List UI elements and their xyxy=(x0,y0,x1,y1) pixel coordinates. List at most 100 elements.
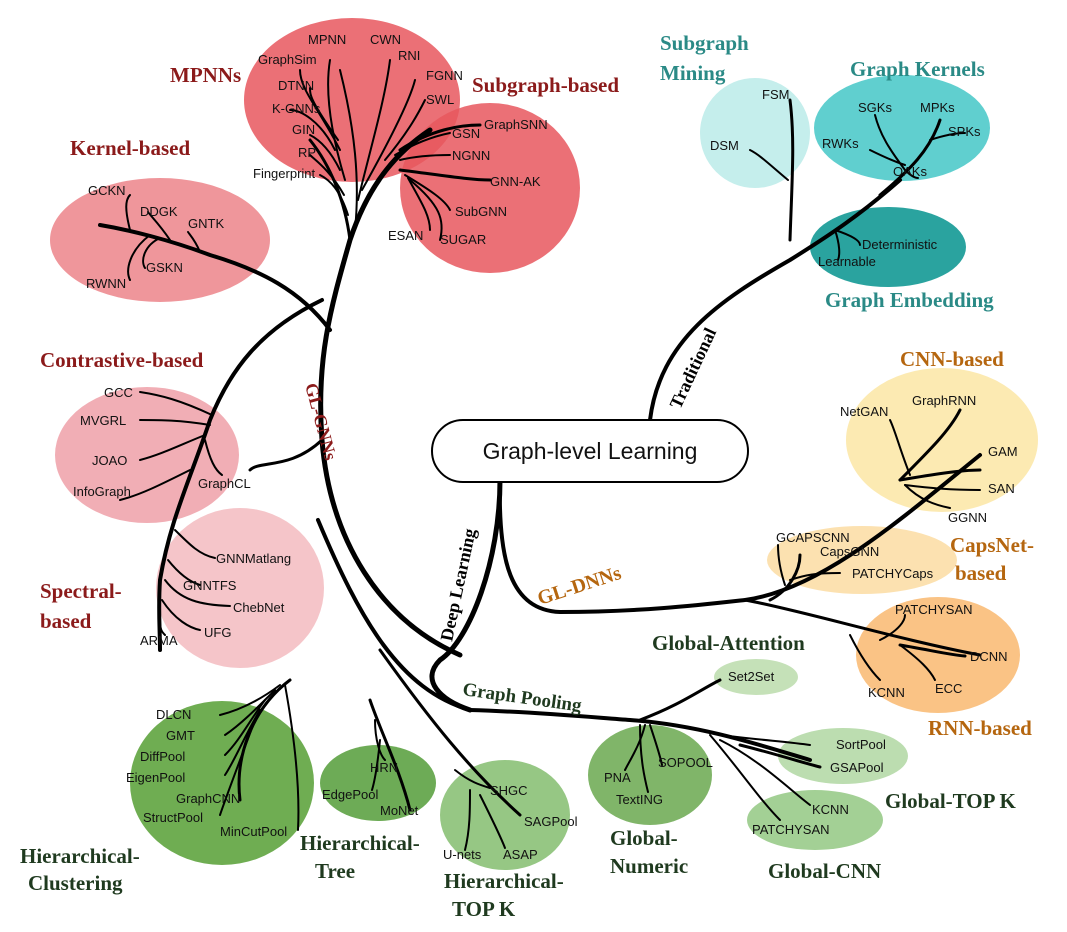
traditional-branches xyxy=(749,98,966,261)
leaf-graphsnn: GraphSNN xyxy=(484,117,548,132)
leaf-deterministic: Deterministic xyxy=(862,237,938,252)
leaf-gsn: GSN xyxy=(452,126,480,141)
leaf-cwn: CWN xyxy=(370,32,401,47)
leaf-learnable: Learnable xyxy=(818,254,876,269)
leaf-gckn: GCKN xyxy=(88,183,126,198)
leaf-mpnn: MPNN xyxy=(308,32,346,47)
leaf-rwks: RWKs xyxy=(822,136,859,151)
leaf-graphrnn: GraphRNN xyxy=(912,393,976,408)
leaf-hrn: HRN xyxy=(370,760,398,775)
leaf-sortpool: SortPool xyxy=(836,737,886,752)
group-blobs xyxy=(50,18,1038,870)
cnn-based-blob xyxy=(846,368,1038,512)
leaf-patchycaps: PATCHYCaps xyxy=(852,566,934,581)
leaf-ggnn: GGNN xyxy=(948,510,987,525)
leaf-subgnn: SubGNN xyxy=(455,204,507,219)
leaf-eigenpool: EigenPool xyxy=(126,770,185,785)
leaf-monet: MoNet xyxy=(380,803,419,818)
leaf-u-nets: U-nets xyxy=(443,847,482,862)
leaf-capsgnn: CapsGNN xyxy=(820,544,879,559)
hierarchical-tree-title-1: Hierarchical- xyxy=(300,831,420,855)
leaf-joao: JOAO xyxy=(92,453,127,468)
spectral-based-blob xyxy=(156,508,324,668)
leaf-kcnn-global: KCNN xyxy=(812,802,849,817)
subgraph-based-title: Subgraph-based xyxy=(472,73,619,97)
capsnet-based-title-1: CapsNet- xyxy=(950,533,1034,557)
leaf-chebnet: ChebNet xyxy=(233,600,285,615)
graph-kernels-blob xyxy=(814,75,990,181)
hierarchical-clustering-blob xyxy=(130,701,314,865)
leaf-shgc: SHGC xyxy=(490,783,528,798)
leaf-gskn: GSKN xyxy=(146,260,183,275)
leaf-fsm: FSM xyxy=(762,87,789,102)
leaf-gsapool: GSAPool xyxy=(830,760,884,775)
global-attention-title: Global-Attention xyxy=(652,631,805,655)
pooling-branches xyxy=(219,648,822,851)
leaf-k-gnns: K-GNNs xyxy=(272,101,321,116)
graph-kernels-title: Graph Kernels xyxy=(850,57,985,81)
graph-embedding-title: Graph Embedding xyxy=(825,288,994,312)
leaf-gnntfs: GNNTFS xyxy=(183,578,237,593)
leaf-dcnn: DCNN xyxy=(970,649,1008,664)
global-numeric-title-2: Numeric xyxy=(610,854,688,878)
gnn-upper-branches xyxy=(289,59,492,242)
leaf-mvgrl: MVGRL xyxy=(80,413,126,428)
contrastive-based-title: Contrastive-based xyxy=(40,348,204,372)
leaf-patchysan-global: PATCHYSAN xyxy=(752,822,830,837)
subgraph-mining-title-2: Mining xyxy=(660,61,726,85)
leaf-graphsim: GraphSim xyxy=(258,52,317,67)
global-numeric-blob xyxy=(588,725,712,825)
kernel-based-title: Kernel-based xyxy=(70,136,190,160)
leaf-edgepool: EdgePool xyxy=(322,787,378,802)
spectral-based-title-2: based xyxy=(40,609,92,633)
leaf-graphcnn: GraphCNN xyxy=(176,791,240,806)
leaf-rp: RP xyxy=(298,145,316,160)
leaf-sgks: SGKs xyxy=(858,100,892,115)
root-label: Graph-level Learning xyxy=(483,438,698,464)
leaf-dsm: DSM xyxy=(710,138,739,153)
global-attention-blob xyxy=(714,659,798,695)
leaf-dtnn: DTNN xyxy=(278,78,314,93)
leaf-netgan: NetGAN xyxy=(840,404,888,419)
root-node: Graph-level Learning xyxy=(431,419,749,483)
leaf-gin: GIN xyxy=(292,122,315,137)
traditional-label: Traditional xyxy=(665,325,720,412)
deep-learning-label: Deep Learning xyxy=(436,527,479,643)
leaf-set2set: Set2Set xyxy=(728,669,775,684)
leaf-ufg: UFG xyxy=(204,625,231,640)
leaf-labels: MPNN CWN GraphSim RNI DTNN K-GNNs GIN RP… xyxy=(73,32,1018,862)
leaf-gcapscnn: GCAPSCNN xyxy=(776,530,850,545)
kernel-branches xyxy=(98,194,332,332)
leaf-rwnn: RWNN xyxy=(86,276,126,291)
leaf-structpool: StructPool xyxy=(143,810,203,825)
hierarchical-tree-title-2: Tree xyxy=(315,859,355,883)
leaf-sugar: SUGAR xyxy=(440,232,486,247)
leaf-fingerprint: Fingerprint xyxy=(253,166,316,181)
leaf-ddgk: DDGK xyxy=(140,204,178,219)
leaf-sagpool: SAGPool xyxy=(524,814,578,829)
leaf-fgnn: FGNN xyxy=(426,68,463,83)
rnn-based-blob xyxy=(856,597,1020,713)
hierarchical-clustering-title-1: Hierarchical- xyxy=(20,844,140,868)
leaf-rni: RNI xyxy=(398,48,420,63)
leaf-texting: TextING xyxy=(616,792,663,807)
global-top-k-blob xyxy=(778,728,908,784)
hierarchical-top-k-blob xyxy=(440,760,570,870)
leaf-dlcn: DLCN xyxy=(156,707,191,722)
hierarchical-top-k-title-2: TOP K xyxy=(452,897,516,921)
leaf-infograph: InfoGraph xyxy=(73,484,131,499)
leaf-ngnn: NGNN xyxy=(452,148,490,163)
global-cnn-title: Global-CNN xyxy=(768,859,881,883)
leaf-san: SAN xyxy=(988,481,1015,496)
graph-embedding-blob xyxy=(810,207,966,287)
leaf-gntk: GNTK xyxy=(188,216,224,231)
main-trunks xyxy=(248,127,982,762)
leaf-asap: ASAP xyxy=(503,847,538,862)
leaf-mpks: MPKs xyxy=(920,100,955,115)
global-numeric-title-1: Global- xyxy=(610,826,678,850)
leaf-graphcl: GraphCL xyxy=(198,476,251,491)
leaf-gnn-ak: GNN-AK xyxy=(490,174,541,189)
gl-dnns-label: GL-DNNs xyxy=(535,562,624,610)
leaf-arma: ARMA xyxy=(140,633,178,648)
